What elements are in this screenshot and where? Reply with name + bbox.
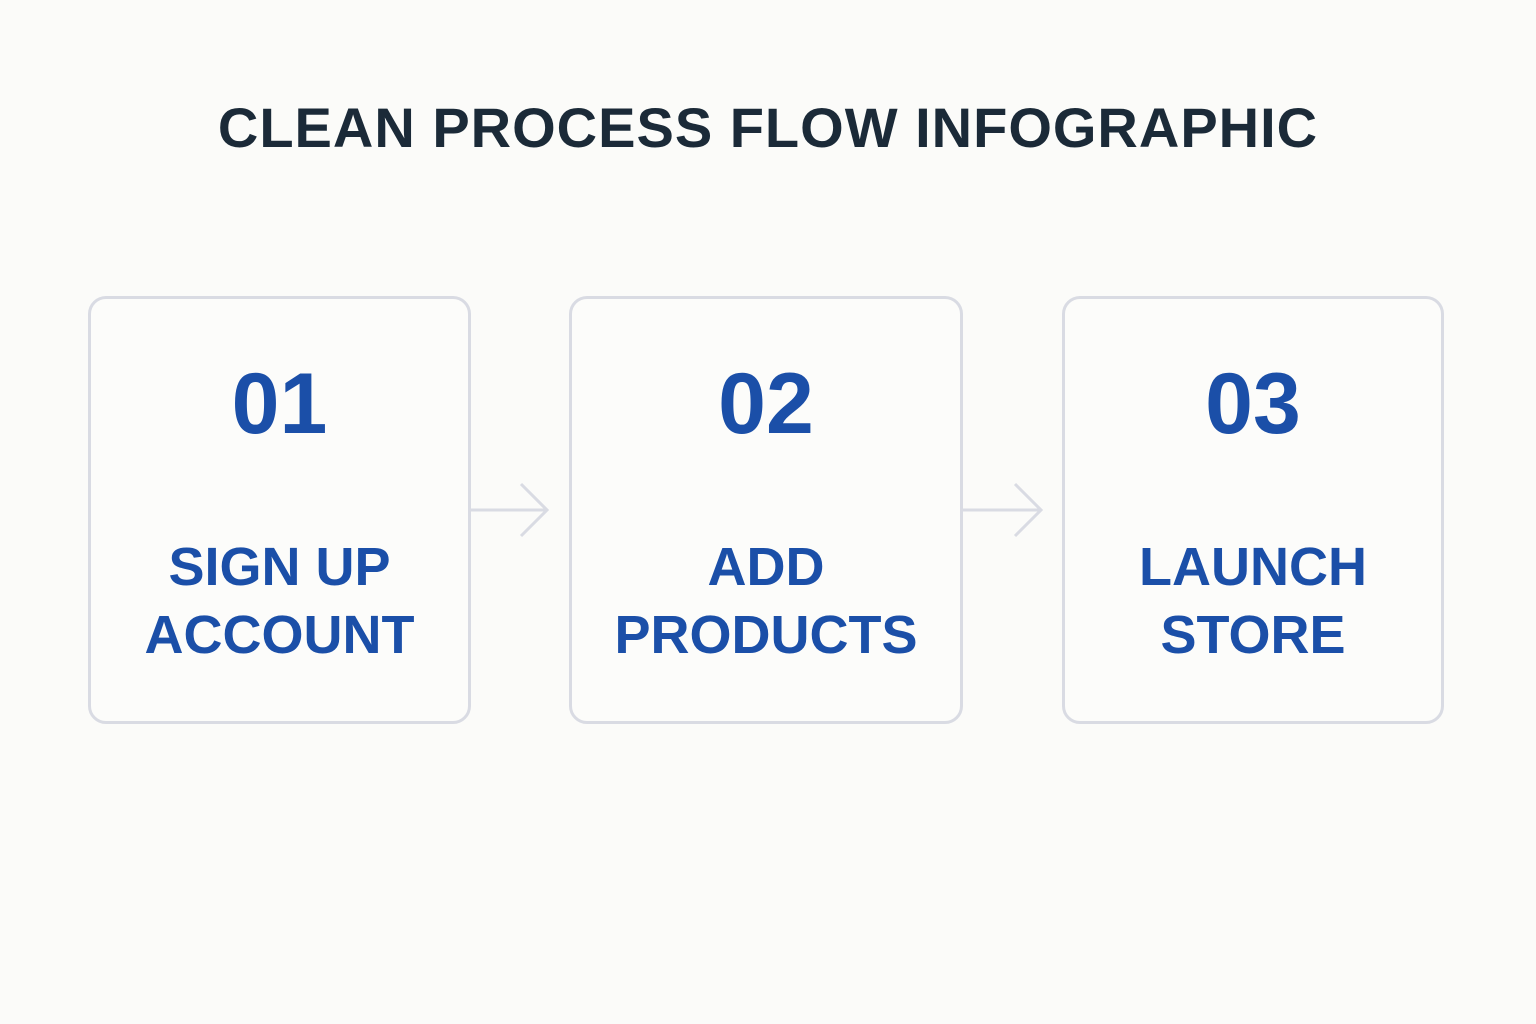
- step-number: 01: [231, 356, 328, 452]
- step-label-line: ACCOUNT: [144, 605, 415, 665]
- step-label-line: STORE: [1160, 605, 1346, 665]
- step-number: 02: [718, 356, 814, 452]
- step-number: 03: [1205, 356, 1301, 452]
- step-label: SIGN UP ACCOUNT: [91, 533, 468, 669]
- arrow-right-icon: [963, 480, 1045, 540]
- step-label-line: PRODUCTS: [614, 605, 918, 665]
- step-label-line: SIGN UP: [168, 537, 391, 597]
- page-title: CLEAN PROCESS FLOW INFOGRAPHIC: [217, 96, 1319, 159]
- step-card-3: 03 LAUNCH STORE: [1062, 296, 1444, 724]
- step-label-line: LAUNCH: [1139, 537, 1367, 597]
- step-label-line: ADD: [707, 537, 825, 597]
- step-label: LAUNCH STORE: [1065, 533, 1441, 669]
- arrow-right-icon: [471, 480, 551, 540]
- step-label: ADD PRODUCTS: [572, 533, 960, 669]
- step-card-1: 01 SIGN UP ACCOUNT: [88, 296, 471, 724]
- step-card-2: 02 ADD PRODUCTS: [569, 296, 963, 724]
